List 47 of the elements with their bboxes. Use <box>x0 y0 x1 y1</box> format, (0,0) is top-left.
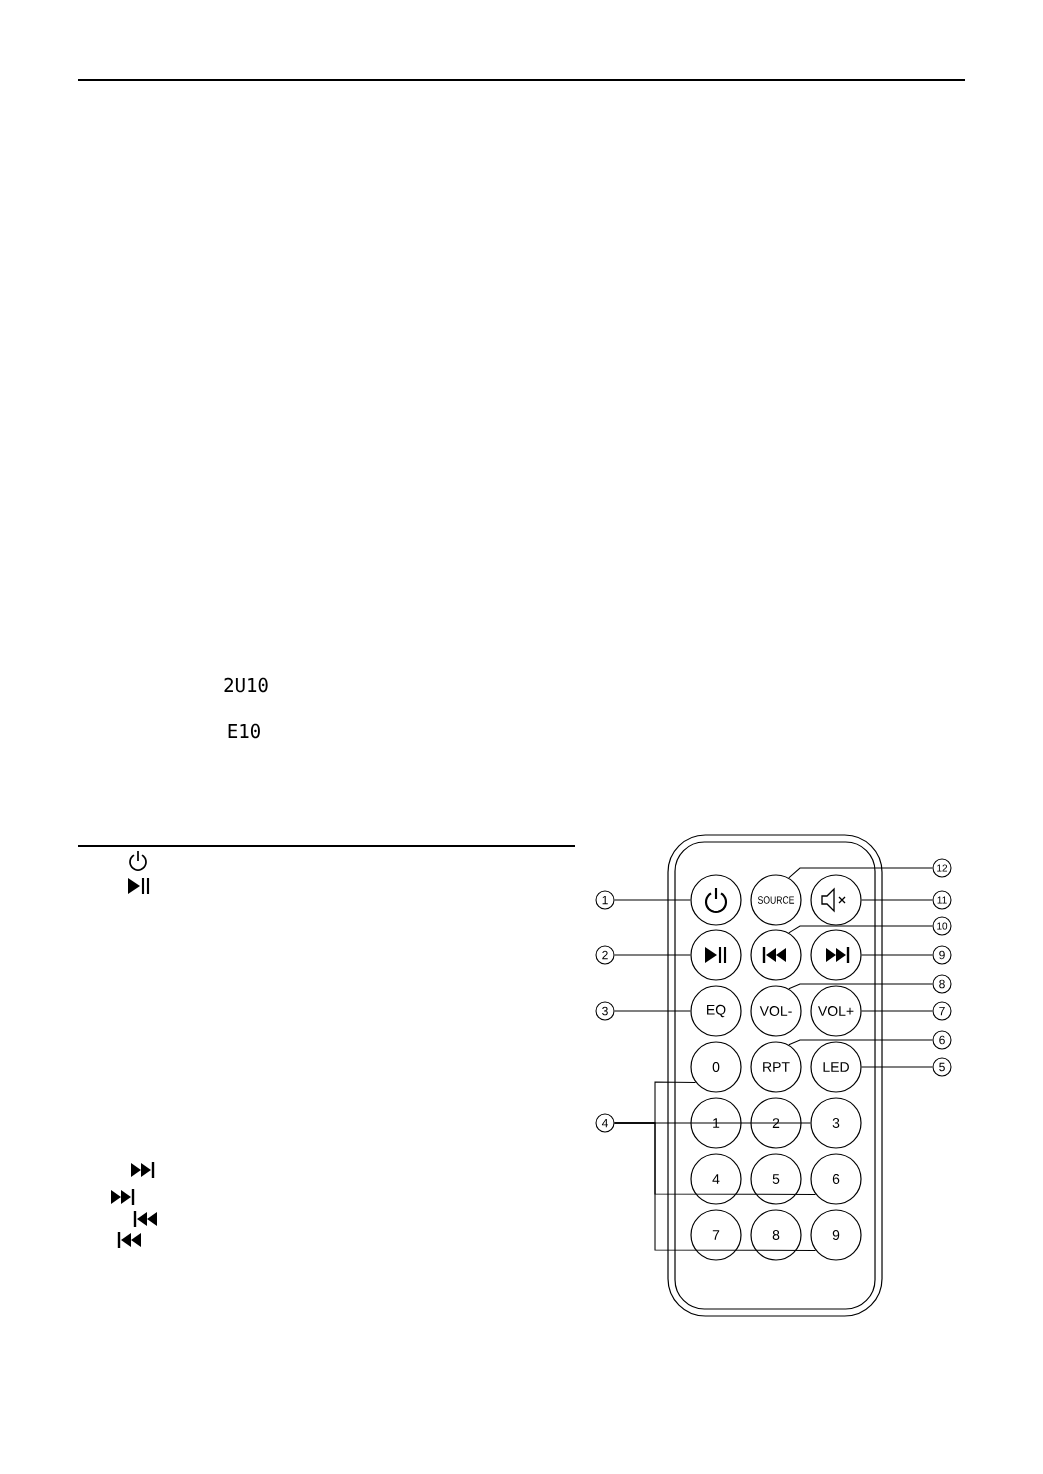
leader-line <box>614 1122 817 1251</box>
key-button: RPT <box>750 1041 802 1093</box>
leader-line <box>788 925 933 934</box>
leader-line <box>788 1039 933 1046</box>
leader-line <box>861 1066 933 1068</box>
key-button: VOL+ <box>810 985 862 1037</box>
key-button: 2 <box>750 1097 802 1149</box>
callout-number: 8 <box>932 974 952 994</box>
key-button: LED <box>810 1041 862 1093</box>
key-button: 6 <box>810 1153 862 1205</box>
leader-line <box>614 899 691 901</box>
callout-number: 6 <box>932 1030 952 1050</box>
leader-line <box>788 983 933 990</box>
callout-number: 11 <box>932 890 952 910</box>
previous-button <box>750 929 802 981</box>
callout-number: 12 <box>932 858 952 878</box>
mute-button <box>810 874 862 926</box>
callout-number: 3 <box>595 1001 615 1021</box>
display-readout: E10 <box>228 723 260 739</box>
callout-number: 4 <box>595 1113 615 1133</box>
key-button: 9 <box>810 1209 862 1261</box>
leader-line <box>861 954 933 956</box>
next-button <box>810 929 862 981</box>
callout-number: 5 <box>932 1057 952 1077</box>
key-button: SOURCE <box>750 874 802 926</box>
key-button: EQ <box>690 985 742 1037</box>
key-button: 7 <box>690 1209 742 1261</box>
leader-line <box>614 954 691 956</box>
display-readout: 2U10 <box>224 677 268 693</box>
leader-line <box>861 1010 933 1012</box>
leader-line <box>614 1010 691 1012</box>
power-button <box>690 874 742 926</box>
callout-number: 10 <box>932 916 952 936</box>
key-button: 4 <box>690 1153 742 1205</box>
callout-number: 9 <box>932 945 952 965</box>
key-button: 5 <box>750 1153 802 1205</box>
play-pause-button <box>690 929 742 981</box>
key-button: 0 <box>690 1041 742 1093</box>
key-button: 8 <box>750 1209 802 1261</box>
callout-number: 1 <box>595 890 615 910</box>
leader-line <box>861 899 933 901</box>
key-button: VOL- <box>750 985 802 1037</box>
leader-line <box>788 867 933 879</box>
key-button: 3 <box>810 1097 862 1149</box>
callout-number: 7 <box>932 1001 952 1021</box>
callout-number: 2 <box>595 945 615 965</box>
key-button: 1 <box>690 1097 742 1149</box>
